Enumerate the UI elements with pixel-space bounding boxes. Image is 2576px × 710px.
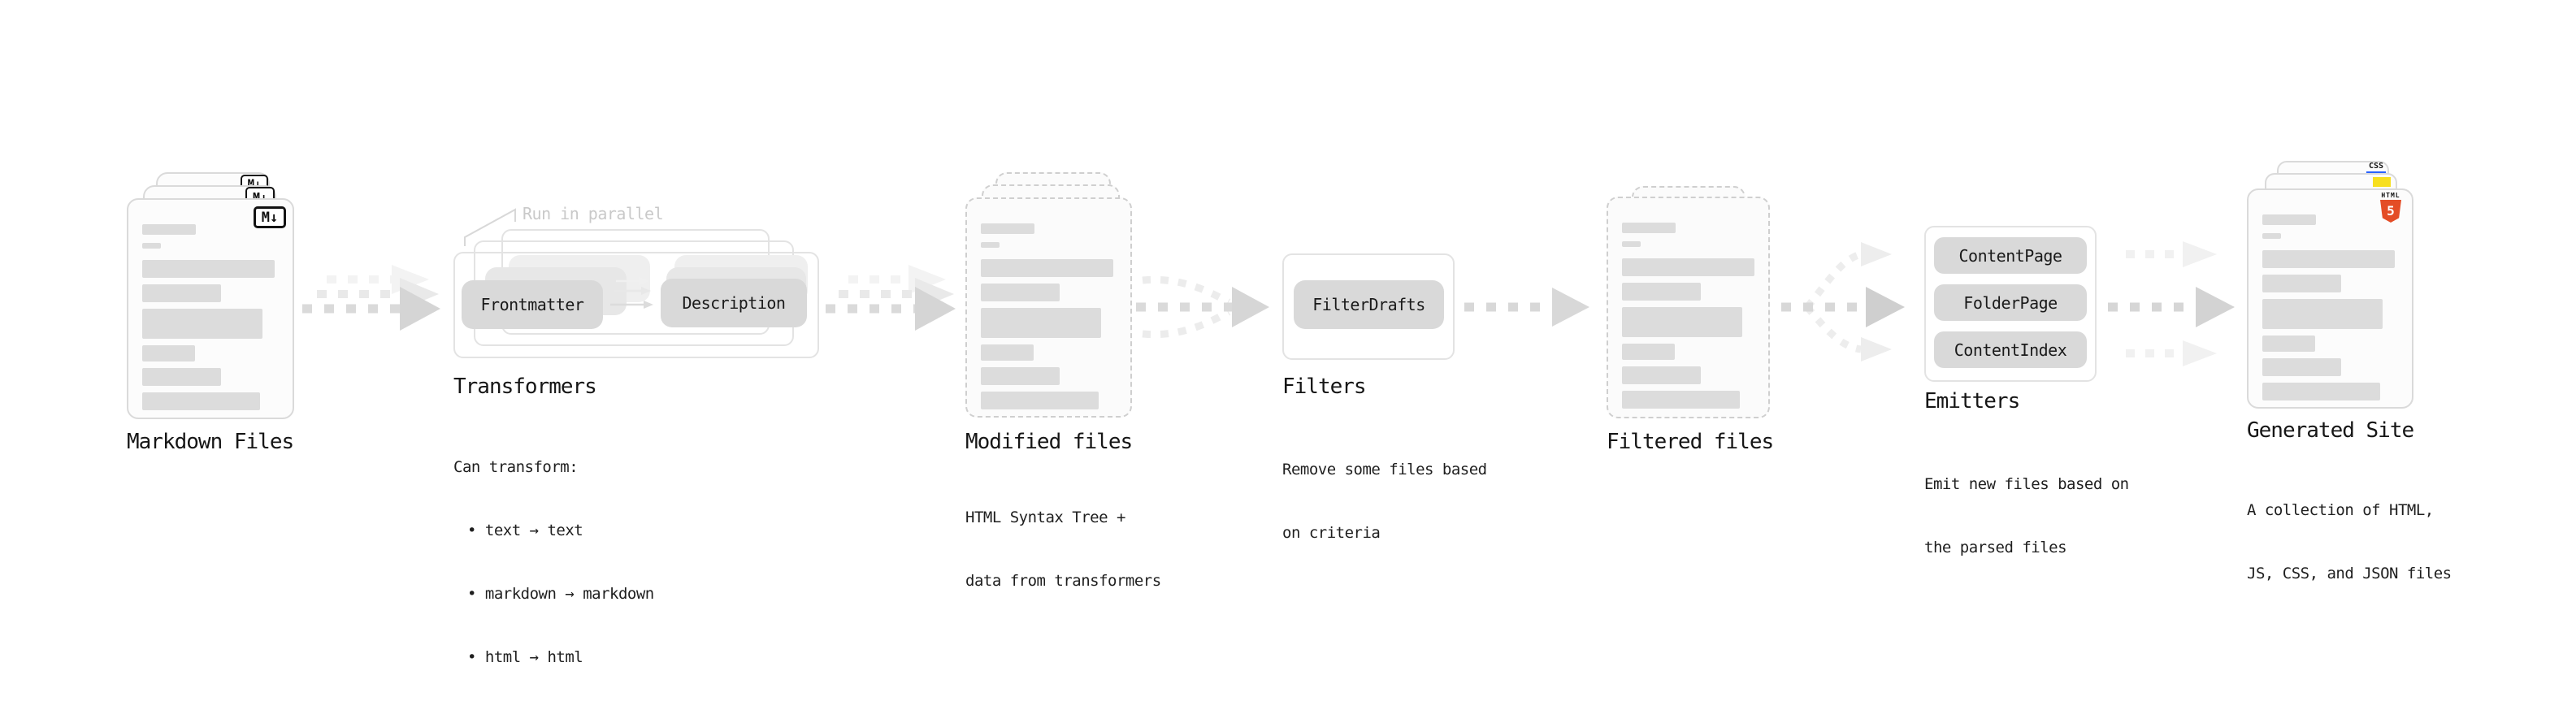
html5-icon: HTML 5 (2380, 192, 2401, 223)
desc-line: on criteria (1282, 524, 1381, 542)
desc-line: A collection of HTML, (2247, 501, 2434, 519)
placeholder-bar (2262, 299, 2383, 329)
flow-arrow-filters-to-filtered (1464, 288, 1589, 327)
placeholder-bar (1622, 307, 1742, 337)
run-in-parallel-annotation: Run in parallel (523, 204, 664, 223)
desc-line: HTML Syntax Tree + (965, 509, 1125, 526)
desc-line: Remove some files based (1282, 461, 1487, 478)
placeholder-bar (1622, 391, 1740, 409)
file-card-front (127, 198, 294, 419)
stage-description: Emit new files based on the parsed files (1924, 431, 2129, 600)
flow-arrow-transformers-to-modified (826, 265, 956, 331)
desc-bullet: • text → text (467, 522, 583, 539)
placeholder-bar (142, 284, 221, 302)
annotation-leader-line (464, 208, 516, 246)
file-card-front (965, 197, 1132, 418)
desc-line: JS, CSS, and JSON files (2247, 565, 2452, 582)
file-content-placeholder (2249, 190, 2412, 400)
placeholder-bar (2262, 214, 2316, 225)
transformer-box-layer-1 (453, 252, 819, 358)
placeholder-bar (142, 224, 196, 235)
placeholder-bar (2262, 250, 2395, 268)
placeholder-bar (2262, 233, 2281, 239)
placeholder-bar (142, 260, 275, 278)
js-icon (2373, 177, 2391, 187)
placeholder-bar (1622, 241, 1641, 247)
stage-label: Markdown Files (127, 430, 294, 454)
stage-label: Generated Site (2247, 418, 2414, 443)
desc-line: the parsed files (1924, 539, 2067, 556)
placeholder-bar (981, 344, 1034, 361)
placeholder-bar (2262, 383, 2380, 400)
desc-line: Emit new files based on (1924, 475, 2129, 493)
file-content-placeholder (967, 199, 1130, 409)
stage-description: A collection of HTML, JS, CSS, and JSON … (2247, 457, 2452, 626)
file-card-front (1607, 197, 1770, 418)
stage-description: Can transform: • text → text • markdown … (453, 414, 654, 710)
placeholder-bar (981, 284, 1060, 301)
placeholder-bar (981, 242, 1000, 248)
placeholder-bar (142, 392, 260, 410)
pipeline-diagram: { "diagram": { "markdown": { "label": "M… (127, 161, 2452, 666)
emitter-pill-contentpage: ContentPage (1934, 237, 2087, 274)
placeholder-bar (981, 308, 1101, 338)
stage-label: Modified files (965, 430, 1133, 454)
flow-arrow-merge (1136, 275, 1269, 339)
filter-pill: FilterDrafts (1294, 280, 1444, 329)
placeholder-bar (142, 368, 221, 386)
desc-bullet: • html → html (467, 648, 583, 666)
placeholder-bar (1622, 344, 1675, 360)
file-content-placeholder (1608, 198, 1768, 409)
flow-arrow-markdown-to-transformers (302, 265, 440, 331)
placeholder-bar (142, 345, 195, 361)
placeholder-bar (2262, 275, 2341, 292)
stage-description: Remove some files based on criteria (1282, 417, 1487, 586)
stage-label: Transformers (453, 374, 597, 399)
placeholder-bar (2262, 336, 2315, 352)
parallel-arrows-icon (610, 277, 653, 309)
placeholder-bar (1622, 258, 1754, 276)
transformer-input-pill: Frontmatter (462, 280, 603, 329)
placeholder-bar (142, 243, 161, 249)
placeholder-bar (981, 367, 1060, 385)
stage-label: Filtered files (1607, 430, 1774, 454)
markdown-icon: M↓ (254, 206, 286, 228)
placeholder-bar (142, 309, 262, 339)
desc-bullet: • markdown → markdown (467, 585, 654, 603)
placeholder-bar (2262, 358, 2341, 376)
file-content-placeholder (128, 200, 293, 410)
placeholder-bar (1622, 366, 1701, 384)
desc-line: Can transform: (453, 458, 579, 476)
transformer-output-pill: Description (661, 279, 807, 327)
placeholder-bar (1622, 223, 1676, 233)
stage-label: Emitters (1924, 389, 2020, 413)
file-card-front (2247, 188, 2413, 409)
emitter-pill-folderpage: FolderPage (1934, 284, 2087, 321)
flow-arrow-fanout (1781, 242, 1905, 361)
desc-line: data from transformers (965, 572, 1161, 590)
placeholder-bar (981, 223, 1034, 234)
stage-label: Filters (1282, 374, 1367, 399)
placeholder-bar (981, 392, 1099, 409)
stage-description: HTML Syntax Tree + data from transformer… (965, 465, 1161, 634)
emitter-pill-contentindex: ContentIndex (1934, 331, 2087, 368)
placeholder-bar (1622, 283, 1701, 301)
placeholder-bar (981, 259, 1113, 277)
css-icon: CSS (2366, 162, 2386, 174)
flow-arrows-emitters-to-site (2108, 241, 2235, 366)
